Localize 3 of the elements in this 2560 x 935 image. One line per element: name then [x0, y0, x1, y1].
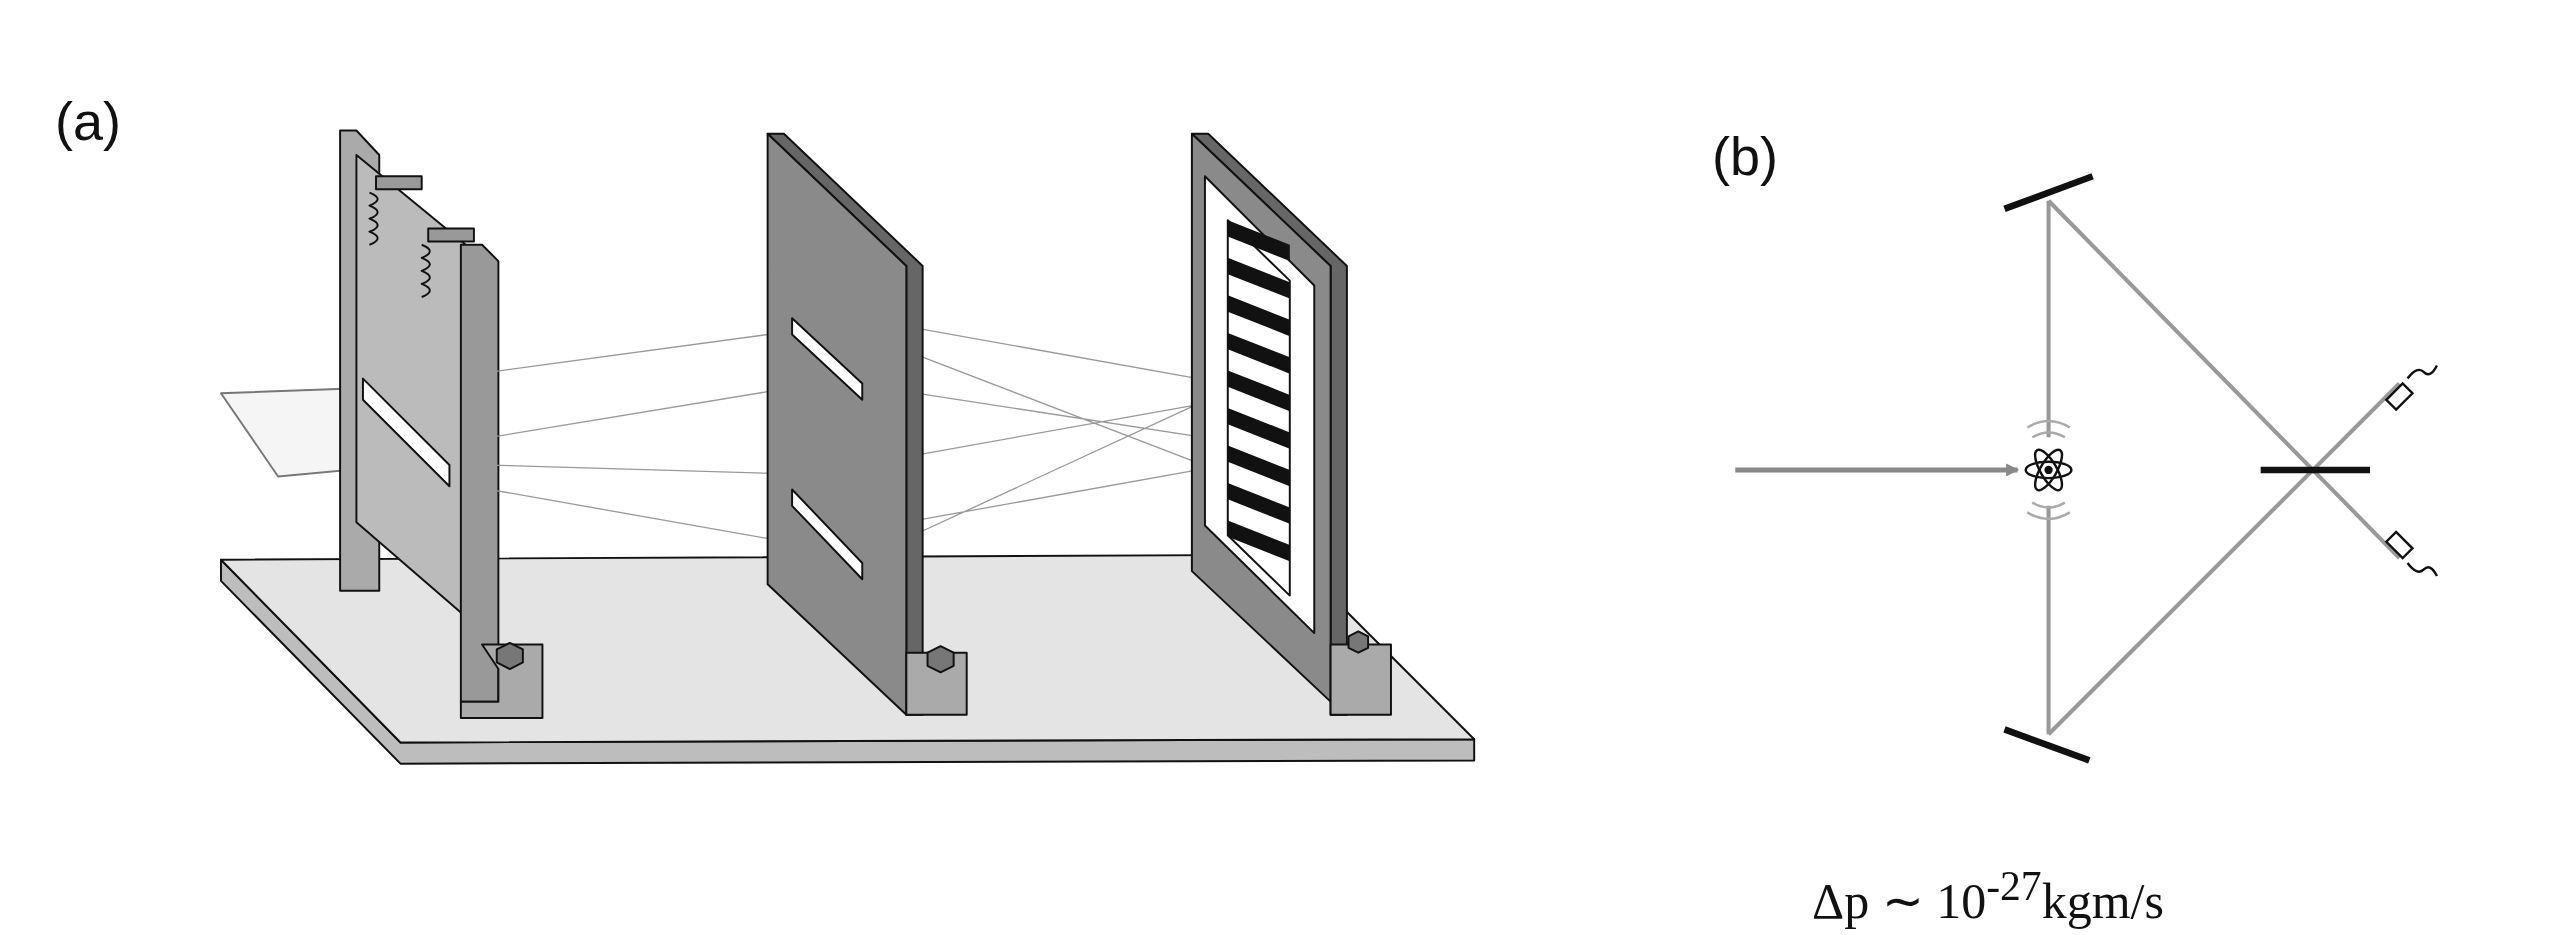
panel-label: (a) [55, 90, 121, 152]
panel-label: (b) [1712, 125, 1778, 187]
formula: Δp ∼ 10$^{-27}$kgm/s [1812, 862, 2164, 930]
